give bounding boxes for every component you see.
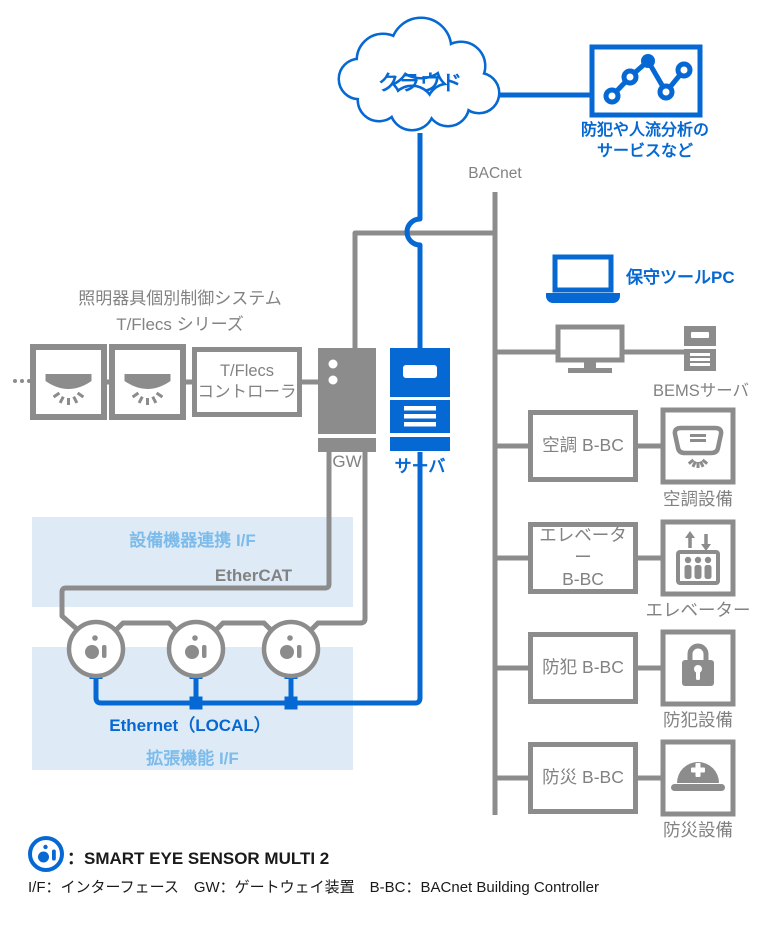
cloud-label: クラウド — [378, 72, 462, 95]
legend-abbreviations: I/F：インターフェース GW：ゲートウェイ装置 B-BC：BACnet Bui… — [28, 879, 599, 896]
gw-bacnet-link-line — [352, 230, 495, 348]
bems-server-icon — [684, 326, 716, 371]
cloud-server-line — [404, 133, 423, 350]
hvac-equipment-label: 空調設備 — [663, 489, 733, 509]
equipment-if-band — [32, 517, 353, 607]
lighting-system-title: 照明器具個別制御システム T/Flecs シリーズ — [78, 289, 282, 334]
blue-wiring — [93, 92, 592, 706]
sensor-drop-lines — [193, 672, 294, 700]
ethercat-bridge-2 — [212, 620, 275, 634]
extension-if-label: 拡張機能 I/F — [146, 749, 239, 768]
gateway-label: GW — [332, 452, 362, 471]
smart-eye-sensor-icon — [166, 619, 226, 679]
light-fixture-icon — [30, 344, 107, 420]
bems-server-label: BEMSサーバ — [652, 382, 750, 400]
disaster-bbc-box: 防災 B-BC — [528, 742, 638, 814]
ethernet-bus-line — [93, 452, 423, 706]
security-lock-icon — [660, 629, 736, 707]
gray-wiring — [59, 192, 686, 815]
ethercat-line-out — [59, 452, 332, 633]
smart-eye-sensor-icon — [66, 619, 126, 679]
elevator-bbc-box: エレベーター B-BC — [528, 522, 638, 594]
disaster-equipment-label: 防災設備 — [663, 820, 733, 840]
security-equipment-label: 防犯設備 — [663, 710, 733, 730]
continuation-dots — [13, 379, 31, 383]
elevator-equipment-icon — [660, 519, 736, 597]
hvac-bbc-box: 空調 B-BC — [528, 410, 638, 482]
maintenance-pc-label: 保守ツールPC — [626, 268, 735, 287]
analytics-service-label: 防犯や人流分析の サービスなど — [580, 122, 709, 160]
security-bbc-box: 防犯 B-BC — [528, 632, 638, 704]
equipment-if-label: 設備機器連携 I/F — [129, 531, 256, 550]
cloud-icon — [337, 16, 501, 132]
elevator-equipment-label: エレベーター — [645, 600, 751, 620]
smart-eye-sensor-icon — [261, 619, 321, 679]
legend-sensor-label: ：SMART EYE SENSOR MULTI 2 — [67, 849, 330, 868]
server-tower-icon — [390, 348, 450, 451]
analytics-chart-icon — [589, 44, 703, 118]
server-label: サーバ — [394, 457, 446, 476]
bacnet-label: BACnet — [468, 165, 522, 182]
hvac-equipment-icon — [660, 407, 736, 485]
disaster-helmet-icon — [660, 739, 736, 817]
ethernet-local-label: Ethernet（LOCAL） — [109, 716, 271, 735]
legend-sensor-icon — [28, 836, 64, 872]
ethercat-line-return — [307, 452, 368, 634]
gateway-tower-icon — [318, 348, 376, 452]
laptop-icon — [546, 254, 620, 303]
light-fixture-icon — [109, 344, 186, 420]
ethercat-bridge-1 — [112, 620, 180, 634]
monitor-icon — [555, 324, 625, 373]
tflecs-controller-box: T/Flecs コントローラ — [192, 347, 302, 417]
ethercat-label: EtherCAT — [214, 566, 292, 585]
